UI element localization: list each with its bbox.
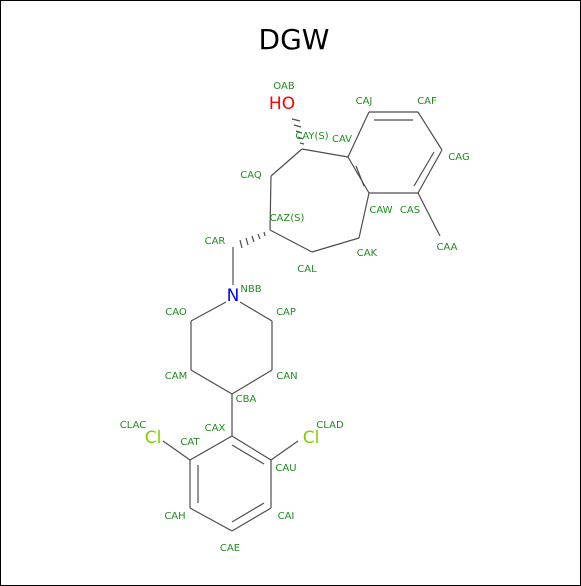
atom-label-cas: CAS: [400, 205, 420, 216]
atom-label-oab: OAB: [273, 81, 295, 92]
hydroxyl-symbol: HO: [269, 94, 295, 114]
element-symbols: HO N Cl Cl: [145, 94, 320, 448]
bond-caf-cag: [417, 111, 443, 151]
bond-cai-cae: [231, 507, 272, 532]
bond-cas-caa: [417, 192, 441, 237]
bond-cau-cl: [270, 440, 299, 461]
bond-caw-cav-inner: [355, 165, 365, 187]
bond-cax-cau-inner: [231, 444, 265, 465]
atom-label-cat: CAT: [180, 437, 200, 448]
diagram-title: DGW: [259, 23, 330, 56]
bond-cax-cau: [231, 435, 272, 461]
bonds: [162, 111, 443, 532]
bond-nbb-cao: [190, 301, 227, 322]
atom-label-clac: CLAC: [120, 420, 146, 431]
bond-cav-caj: [347, 111, 370, 158]
bond-cat-cl: [162, 440, 191, 461]
atom-label-cao: CAO: [165, 307, 187, 318]
atom-label-clad: CLAD: [316, 420, 344, 431]
atom-label-cai: CAI: [278, 511, 295, 522]
bond-cay-caq: [270, 148, 303, 177]
atom-label-cag: CAG: [448, 152, 469, 163]
atom-label-cae: CAE: [220, 543, 240, 554]
bond-cay-cav: [301, 148, 349, 158]
bond-cak-caw: [358, 192, 370, 239]
atom-label-caa: CAA: [437, 242, 458, 253]
atom-label-can: CAN: [276, 371, 297, 382]
atom-label-cal: CAL: [297, 264, 317, 275]
bond-cam-cba: [190, 369, 233, 395]
atom-label-caw: CAW: [369, 205, 392, 216]
bond-cal-cak: [311, 237, 360, 253]
atom-label-cba: CBA: [236, 394, 257, 405]
atom-label-cak: CAK: [357, 248, 378, 259]
bond-can-cba: [231, 369, 273, 395]
atom-label-car: CAR: [205, 236, 226, 247]
atom-label-cav: CAV: [332, 134, 352, 145]
atom-label-caj: CAJ: [356, 96, 373, 107]
bond-cah-cae: [189, 507, 233, 532]
hash-bond-caz-car: [239, 231, 266, 249]
nitrogen-symbol: N: [227, 286, 240, 306]
hash-bond-cay-oh: [291, 118, 305, 145]
bond-cai-cae-inner: [231, 502, 265, 523]
bond-cag-cas: [417, 149, 443, 194]
bond-caz-cal: [269, 229, 313, 253]
bond-cax-cat: [189, 435, 233, 461]
chlorine-right-symbol: Cl: [303, 428, 320, 448]
atom-label-cay: CAY(S): [295, 131, 328, 142]
atom-labels: OAB CAJ CAF CAY(S) CAV CAG CAQ CAZ(S) CA…: [120, 81, 470, 554]
chlorine-left-symbol: Cl: [145, 428, 162, 448]
atom-label-cam: CAM: [165, 371, 187, 382]
bond-cag-cas-inner: [413, 151, 435, 187]
atom-label-cah: CAH: [164, 511, 185, 522]
atom-label-caq: CAQ: [240, 170, 262, 181]
bond-caw-cav: [347, 156, 370, 194]
atom-label-cax: CAX: [205, 423, 226, 434]
bond-nbb-cap: [239, 301, 273, 322]
atom-label-caz: CAZ(S): [270, 213, 305, 224]
atom-label-cap: CAP: [276, 307, 296, 318]
atom-label-caf: CAF: [417, 96, 437, 107]
atom-label-cau: CAU: [275, 463, 296, 474]
bond-caq-caz: [269, 175, 272, 231]
atom-label-nbb: NBB: [240, 284, 261, 295]
